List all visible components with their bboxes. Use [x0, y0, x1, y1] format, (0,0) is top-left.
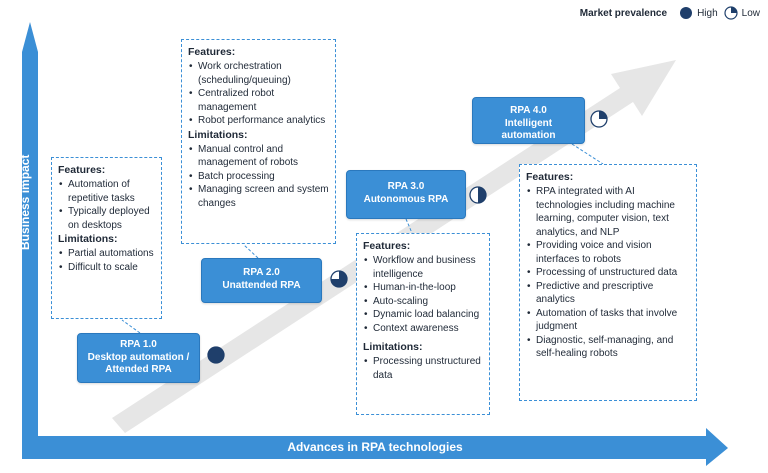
- rpa1-limitations-list: Partial automations Difficult to scale: [58, 247, 155, 274]
- y-axis-label-wrap: Business impact: [18, 150, 38, 350]
- rpa3-feature-item: Human-in-the-loop: [363, 281, 483, 295]
- legend-title: Market prevalence: [579, 7, 668, 19]
- rpa1-features-heading: Features:: [58, 164, 106, 176]
- rpa4-subtitle: Intelligent automation: [501, 117, 556, 142]
- rpa4-feature-item: Diagnostic, self-managing, and self-heal…: [526, 334, 690, 361]
- x-axis-arrow: [22, 428, 728, 466]
- rpa3-limitations-heading: Limitations:: [363, 341, 423, 354]
- rpa3-limitation-item: Processing unstructured data: [363, 355, 483, 382]
- prevalence-pie-fill: [599, 111, 607, 119]
- legend-low-label: Low: [741, 7, 760, 19]
- rpa2-subtitle: Unattended RPA: [222, 279, 301, 291]
- rpa1-features-list: Automation of repetitive tasks Typically…: [58, 178, 155, 232]
- legend-item-high: High: [679, 6, 718, 20]
- rpa1-feature-item: Automation of repetitive tasks: [58, 178, 155, 205]
- rpa2-title: RPA 2.0: [243, 267, 280, 278]
- rpa1-limitations-heading: Limitations:: [58, 233, 118, 246]
- prevalence-pie-fill: [331, 271, 347, 287]
- rpa1-details-box: Features: Automation of repetitive tasks…: [51, 157, 162, 319]
- high-prevalence-icon: [680, 7, 693, 19]
- legend: Market prevalence High Low: [580, 6, 760, 20]
- rpa3-feature-item: Auto-scaling: [363, 295, 483, 309]
- rpa3-details-box: Features: Workflow and business intellig…: [356, 233, 490, 415]
- rpa1-stage-box: RPA 1.0 Desktop automation / Attended RP…: [77, 333, 200, 383]
- rpa1-feature-item: Typically deployed on desktops: [58, 205, 155, 232]
- connector-rpa2: [243, 244, 259, 259]
- legend-item-low: Low: [724, 6, 760, 20]
- prevalence-icon-rpa3: [469, 186, 487, 204]
- rpa3-feature-item: Dynamic load balancing: [363, 308, 483, 322]
- rpa4-feature-item: Automation of tasks that involve judgmen…: [526, 307, 690, 334]
- rpa1-subtitle: Desktop automation / Attended RPA: [87, 351, 190, 376]
- rpa2-feature-item: Robot performance analytics: [188, 114, 329, 128]
- rpa3-limitations-list: Processing unstructured data: [363, 355, 483, 382]
- rpa4-feature-item: Processing of unstructured data: [526, 266, 690, 280]
- rpa4-details-box: Features: RPA integrated with AI technol…: [519, 164, 697, 401]
- rpa3-subtitle: Autonomous RPA: [363, 193, 449, 205]
- connector-rpa4: [571, 143, 604, 165]
- rpa2-features-list: Work orchestration (scheduling/queuing) …: [188, 60, 329, 128]
- prevalence-pie-fill: [478, 187, 486, 203]
- rpa2-limitation-item: Managing screen and system changes: [188, 183, 329, 210]
- y-axis-label: Business impact: [18, 154, 32, 250]
- rpa3-title: RPA 3.0: [387, 181, 425, 192]
- low-prevalence-icon: [724, 6, 738, 20]
- rpa4-feature-item: Providing voice and vision interfaces to…: [526, 239, 690, 266]
- rpa1-title: RPA 1.0: [120, 339, 157, 350]
- rpa4-title: RPA 4.0: [510, 105, 547, 116]
- rpa2-limitation-item: Batch processing: [188, 170, 329, 184]
- prevalence-icon-rpa4: [590, 110, 608, 128]
- rpa2-feature-item: Centralized robot management: [188, 87, 329, 114]
- rpa1-limitation-item: Difficult to scale: [58, 261, 155, 275]
- rpa3-features-list: Workflow and business intelligence Human…: [363, 254, 483, 335]
- rpa2-features-heading: Features:: [188, 46, 236, 58]
- rpa4-feature-item: Predictive and prescriptive analytics: [526, 280, 690, 307]
- rpa4-stage-box: RPA 4.0 Intelligent automation: [472, 97, 585, 144]
- connector-rpa1: [121, 319, 141, 334]
- rpa2-limitations-list: Manual control and management of robots …: [188, 143, 329, 211]
- rpa1-limitation-item: Partial automations: [58, 247, 155, 261]
- rpa2-feature-item: Work orchestration (scheduling/queuing): [188, 60, 329, 87]
- rpa2-details-box: Features: Work orchestration (scheduling…: [181, 39, 336, 244]
- rpa3-feature-item: Workflow and business intelligence: [363, 254, 483, 281]
- rpa4-features-heading: Features:: [526, 171, 574, 183]
- prevalence-icon-rpa2: [330, 270, 348, 288]
- rpa2-stage-box: RPA 2.0 Unattended RPA: [201, 258, 322, 303]
- prevalence-icon-rpa1: [207, 346, 225, 364]
- rpa3-stage-box: RPA 3.0 Autonomous RPA: [346, 170, 466, 219]
- rpa2-limitation-item: Manual control and management of robots: [188, 143, 329, 170]
- prevalence-pie-fill: [208, 347, 224, 363]
- connector-rpa3: [405, 218, 413, 234]
- rpa3-feature-item: Context awareness: [363, 322, 483, 336]
- y-axis-arrow: [22, 22, 38, 436]
- rpa4-features-list: RPA integrated with AI technologies incl…: [526, 185, 690, 361]
- rpa2-limitations-heading: Limitations:: [188, 128, 248, 141]
- x-axis-label: Advances in RPA technologies: [287, 440, 463, 454]
- legend-high-label: High: [697, 7, 718, 19]
- rpa4-feature-item: RPA integrated with AI technologies incl…: [526, 185, 690, 239]
- rpa3-features-heading: Features:: [363, 240, 411, 252]
